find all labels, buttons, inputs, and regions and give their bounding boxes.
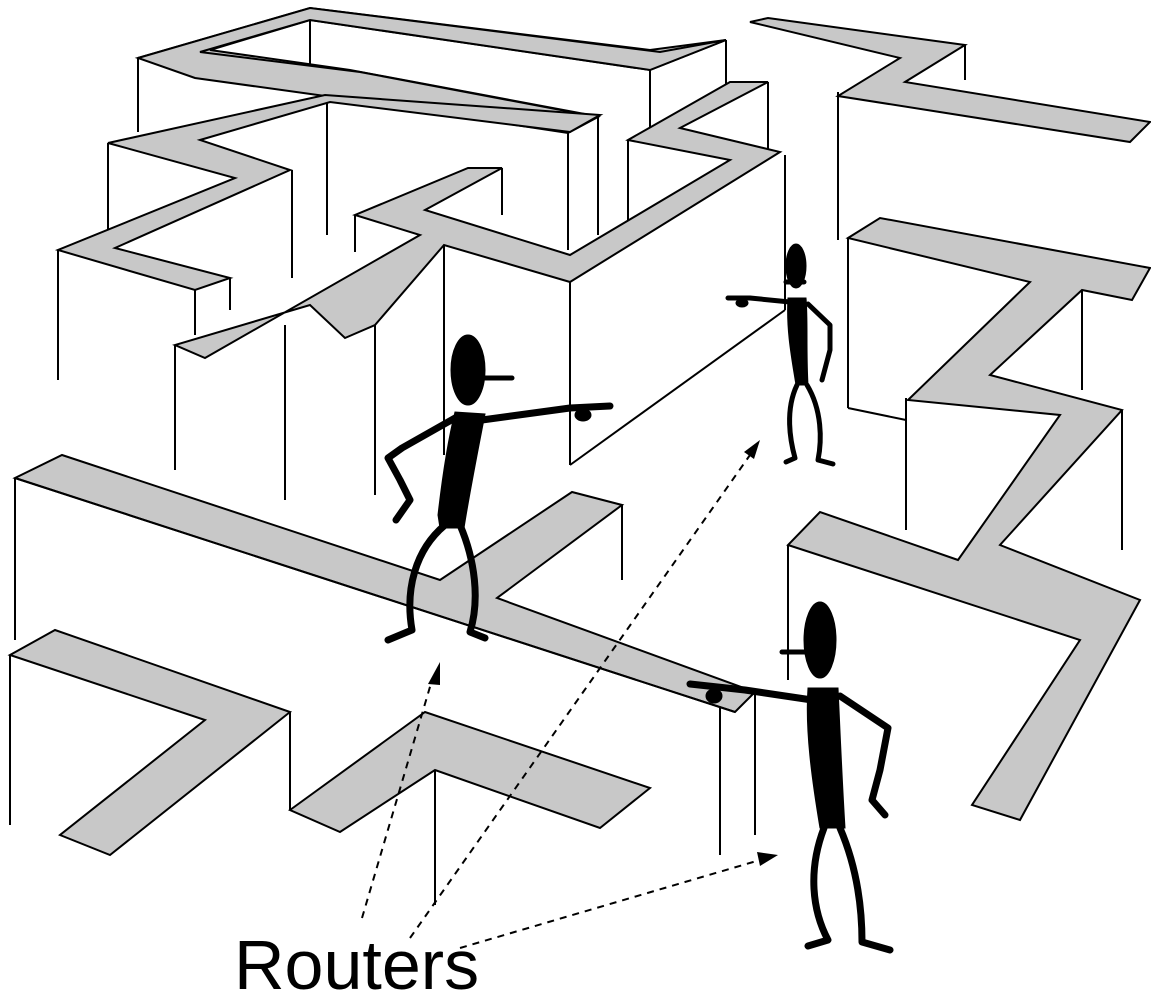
router-arrows [361,440,778,949]
routers-label: Routers [234,926,480,1004]
arrowhead-left [428,662,440,685]
maze-wall-left-upper [54,93,604,380]
arrow-to-router-right [459,859,761,949]
arrow-to-router-left [361,679,433,919]
maze-wall-right-middle [786,216,1151,822]
arrowhead-right [757,852,778,866]
maze-wall-back-right [749,16,1151,240]
maze-wall-front-left [12,453,757,855]
router-head [785,243,807,289]
router-head [450,334,486,406]
router-figure-right [686,601,894,954]
router-figure-back [725,243,836,467]
maze-wall-front-bottom-center [288,710,653,905]
router-figure-center [384,334,614,644]
arrowhead-back [744,440,760,459]
maze-wall-front-bottom-left [7,628,293,857]
router-head [803,601,837,679]
maze-wall-center-upper [172,81,786,500]
